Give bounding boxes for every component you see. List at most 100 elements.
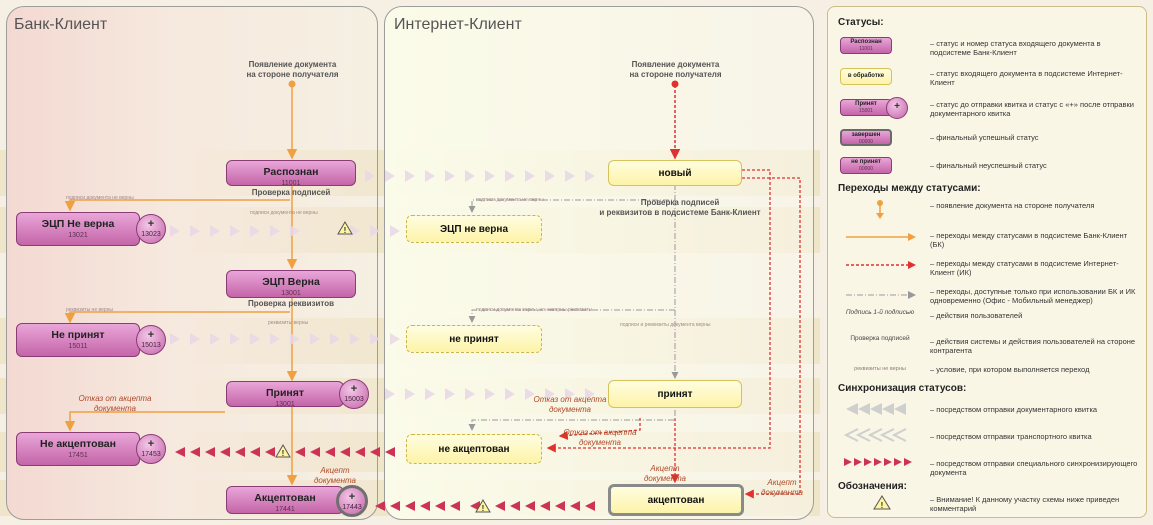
- legend-warning-icon: !: [873, 495, 891, 510]
- legend-sample-condition: реквизиты не верны: [854, 366, 906, 372]
- legend-sync-title: Синхронизация статусов:: [838, 383, 967, 394]
- warning-icons: ! ! !: [275, 221, 491, 513]
- appear-inet-label: Появление документа на стороне получател…: [629, 60, 722, 79]
- reject-accept-inet-label-1: Отказ от акцепта документа: [533, 395, 607, 414]
- legend-notation-title: Обозначения:: [838, 481, 907, 492]
- state-code: 11001: [281, 180, 301, 187]
- joint-transitions: [468, 184, 679, 431]
- state-label: Принят: [265, 387, 305, 399]
- bank-circle-15013[interactable]: +15013: [136, 325, 166, 355]
- legend-transition-icons: [846, 200, 916, 299]
- sample-label: Принят: [855, 101, 877, 107]
- legend-transitions-title: Переходы между статусами:: [838, 183, 981, 194]
- sample-code: 00000: [859, 139, 873, 145]
- reject-accept-bank-label: Отказ от акцепта документа: [78, 394, 152, 413]
- inet-state-not-accepted[interactable]: не принят: [406, 325, 542, 353]
- state-label: Распознан: [263, 166, 319, 178]
- state-label: Не акцептован: [40, 438, 116, 450]
- sample-label: не принят: [851, 159, 881, 165]
- legend-trans-text-6: – действия системы и действия пользовате…: [930, 337, 1136, 355]
- cond-req-bad-bank: реквизиты не верны: [66, 307, 114, 313]
- bank-state-accepted[interactable]: Принят 13001: [226, 381, 344, 408]
- circle-code: 17443: [342, 504, 362, 511]
- legend-sync-icons: [843, 403, 912, 466]
- legend-sample-processing: в обработке: [840, 68, 892, 85]
- svg-text:!: !: [881, 501, 884, 510]
- bank-transitions: [64, 80, 298, 486]
- state-code: 13001: [281, 290, 301, 297]
- inet-state-accepted-final[interactable]: акцептован: [608, 484, 744, 516]
- bank-state-not-accepted-accept[interactable]: Не акцептован 17451: [16, 432, 140, 466]
- check-inet-label: Проверка подписей и реквизитов в подсист…: [599, 198, 761, 217]
- bank-state-sign-invalid[interactable]: ЭЦП Не верна 13021: [16, 212, 140, 246]
- state-label: Акцептован: [254, 492, 316, 504]
- legend-status-text-1: – статус и номер статуса входящего докум…: [930, 39, 1101, 57]
- sync-arrows: [170, 170, 595, 511]
- legend-plus-circle-icon: +: [886, 97, 908, 119]
- doc-receipt-sync-icon: [846, 403, 906, 415]
- legend-trans-text-3: – переходы между статусами в подсистеме …: [930, 259, 1119, 277]
- inet-state-accepted[interactable]: принят: [608, 380, 742, 408]
- legend-sample-system-action: Проверка подписей: [850, 335, 910, 342]
- sample-code: 00000: [859, 166, 873, 172]
- legend-sync-text-3: – посредством отправки специального синх…: [930, 459, 1138, 477]
- accept-inet-label-2: Акцепт документа: [760, 478, 803, 497]
- sample-code: 11001: [859, 46, 873, 52]
- inet-state-new[interactable]: новый: [608, 160, 742, 186]
- check-sign-label: Проверка подписей: [251, 188, 331, 197]
- state-label: ЭЦП Не верна: [41, 218, 115, 230]
- sample-code: 15001: [859, 108, 873, 114]
- connectors-layer: ! ! !: [64, 80, 801, 513]
- ik-arrow-icon: [846, 261, 916, 269]
- legend-status-text-4: – финальный успешный статус: [930, 133, 1039, 142]
- state-code: 13001: [275, 401, 295, 408]
- state-label: Не принят: [51, 329, 105, 341]
- appear-bank-label: Появление документа на стороне получател…: [246, 60, 339, 79]
- bank-circle-15003[interactable]: +15003: [339, 379, 369, 409]
- circle-code: 17453: [141, 451, 161, 458]
- inet-state-sign-invalid[interactable]: ЭЦП не верна: [406, 215, 542, 243]
- legend-status-text-3: – статус до отправки квитка и статус с «…: [930, 100, 1134, 118]
- sample-label: завершен: [851, 132, 881, 138]
- state-code: 13021: [68, 232, 88, 239]
- cond-sign-bad-bank: подписи документа не верны: [66, 195, 134, 201]
- state-code: 17451: [68, 452, 88, 459]
- cond-sign-bad-bank-2: подписи документа не верны: [250, 210, 318, 216]
- bank-state-sign-valid[interactable]: ЭЦП Верна 13001: [226, 270, 356, 298]
- inet-state-not-accepted-accept[interactable]: не акцептован: [406, 434, 542, 464]
- legend-status-text-5: – финальный неуспешный статус: [930, 161, 1047, 170]
- bank-state-recognized[interactable]: Распознан 11001: [226, 160, 356, 187]
- bank-state-not-accepted[interactable]: Не принят 15011: [16, 323, 140, 357]
- bank-state-accepted-final[interactable]: Акцептован 17441: [226, 486, 344, 514]
- transport-receipt-sync-icon: [843, 428, 907, 442]
- legend-sync-text-1: – посредством отправки документарного кв…: [930, 405, 1098, 414]
- state-code: 17441: [275, 506, 295, 513]
- legend-notation-text-1: – Внимание! К данному участку схемы ниже…: [930, 495, 1120, 513]
- bank-circle-17443[interactable]: +17443: [336, 485, 368, 517]
- circle-code: 15003: [344, 396, 364, 403]
- bank-circle-13023[interactable]: +13023: [136, 214, 166, 244]
- svg-text:!: !: [282, 449, 285, 458]
- legend-status-text-2: – статус входящего документа в подсистем…: [930, 69, 1123, 87]
- state-code: 15011: [68, 343, 88, 350]
- legend-trans-text-7: – условие, при котором выполняется перех…: [930, 365, 1090, 374]
- legend-trans-text-1: – появление документа на стороне получат…: [930, 201, 1095, 210]
- check-req-label: Проверка реквизитов: [247, 299, 335, 308]
- circle-code: 15013: [141, 342, 161, 349]
- bank-circle-17453[interactable]: +17453: [136, 434, 166, 464]
- legend-sync-text-2: – посредством отправки транспортного кви…: [930, 432, 1092, 441]
- sample-label: Распознан: [850, 39, 882, 45]
- bank-client-title: Банк-Клиент: [14, 16, 108, 33]
- legend-trans-text-5: – действия пользователей: [930, 311, 1023, 320]
- accept-inet-label: Акцепт документа: [643, 464, 686, 483]
- cond-req-ok-bank: реквизиты верны: [268, 320, 309, 326]
- bk-arrow-icon: [846, 233, 916, 241]
- cond-sign-ok-req-bad: подписи документа верны, но неверны рекв…: [476, 307, 593, 313]
- inet-transitions: [546, 80, 801, 499]
